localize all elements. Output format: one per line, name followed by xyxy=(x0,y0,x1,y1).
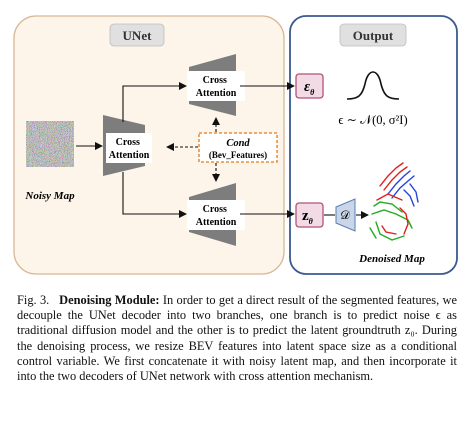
z-symbol: zθ xyxy=(302,208,314,226)
output-panel-title-box xyxy=(339,23,407,47)
decoder-bottom-label: Cross Attention xyxy=(196,204,237,228)
encoder-label-box xyxy=(106,133,152,163)
decoder-top-label: Cross Attention xyxy=(196,75,237,99)
caption-body: In order to get a direct result of the s… xyxy=(17,293,457,384)
vae-decoder-symbol: 𝒟 xyxy=(340,208,350,222)
arrow-encoder-to-top-decoder xyxy=(122,82,187,122)
encoder-label: Cross Attention xyxy=(109,137,150,161)
gaussian-curve-icon xyxy=(346,71,400,100)
arrow-encoder-to-bottom-decoder xyxy=(122,172,187,218)
z-box xyxy=(295,202,324,228)
decoder-top-label-box xyxy=(187,71,245,101)
cond-title: Cond xyxy=(226,138,250,149)
figure-caption: Fig. 3. Denoising Module: In order to ge… xyxy=(17,293,457,384)
epsilon-symbol: εθ xyxy=(304,79,315,97)
denoising-module-figure: UNet Output Noisy Map Cross Attention Cr… xyxy=(13,15,458,275)
epsilon-box xyxy=(295,73,324,99)
unet-panel-title: UNet xyxy=(123,28,153,43)
caption-fig-label: Fig. 3. xyxy=(17,293,50,307)
caption-title: Denoising Module: xyxy=(59,293,160,307)
noisy-map-label: Noisy Map xyxy=(24,190,75,202)
denoised-map-label: Denoised Map xyxy=(358,253,425,265)
decoder-bottom-label-box xyxy=(187,200,245,230)
noise-formula: ϵ ∼ 𝒩(0, σ²I) xyxy=(338,113,407,127)
unet-panel-title-box xyxy=(109,23,165,47)
noisy-map-image xyxy=(26,121,74,167)
output-panel-title: Output xyxy=(353,28,394,43)
cond-box xyxy=(198,132,278,163)
cond-subtitle: (Bev_Features) xyxy=(209,150,267,160)
output-panel xyxy=(289,15,458,275)
denoised-map-image xyxy=(369,162,419,241)
vae-decoder-block xyxy=(335,198,356,232)
